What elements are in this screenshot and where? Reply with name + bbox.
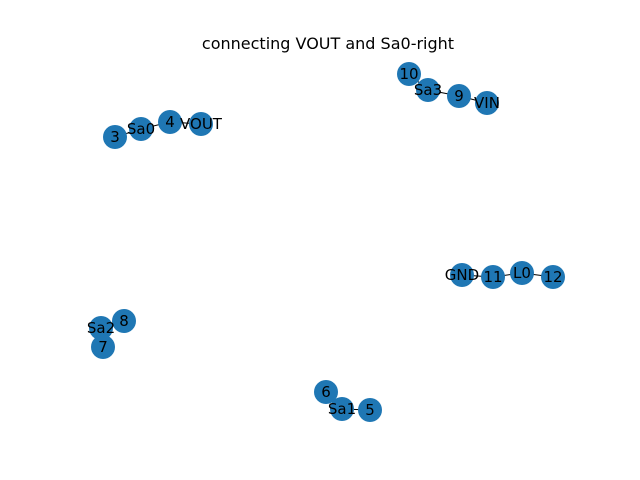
- node-vout: [189, 112, 213, 136]
- nodes-layer: [89, 62, 565, 422]
- node-label-7: 7: [98, 338, 108, 356]
- node-10: [397, 62, 421, 86]
- node-label-vin: VIN: [474, 94, 500, 112]
- node-label-sa0: Sa0: [127, 120, 155, 138]
- node-label-sa2: Sa2: [87, 319, 115, 337]
- node-label-10: 10: [399, 65, 418, 83]
- node-label-l0: L0: [513, 264, 531, 282]
- node-4: [158, 110, 182, 134]
- node-gnd: [450, 263, 474, 287]
- node-7: [91, 335, 115, 359]
- node-9: [447, 84, 471, 108]
- node-label-3: 3: [110, 128, 120, 146]
- node-sa3: [416, 78, 440, 102]
- node-label-8: 8: [119, 312, 129, 330]
- node-8: [112, 309, 136, 333]
- node-label-sa1: Sa1: [328, 400, 356, 418]
- node-label-5: 5: [365, 401, 375, 419]
- node-label-6: 6: [321, 383, 331, 401]
- node-sa1: [330, 397, 354, 421]
- node-12: [541, 265, 565, 289]
- node-5: [358, 398, 382, 422]
- node-label-9: 9: [454, 87, 464, 105]
- node-l0: [510, 261, 534, 285]
- node-11: [481, 265, 505, 289]
- node-vin: [475, 91, 499, 115]
- node-label-gnd: GND: [445, 266, 479, 284]
- node-sa2: [89, 316, 113, 340]
- node-6: [314, 380, 338, 404]
- node-label-4: 4: [165, 113, 175, 131]
- node-label-sa3: Sa3: [414, 81, 442, 99]
- node-3: [103, 125, 127, 149]
- graph-title: connecting VOUT and Sa0-right: [202, 34, 454, 53]
- node-label-12: 12: [543, 268, 562, 286]
- node-label-11: 11: [483, 268, 502, 286]
- node-label-vout: VOUT: [180, 115, 223, 133]
- node-sa0: [129, 117, 153, 141]
